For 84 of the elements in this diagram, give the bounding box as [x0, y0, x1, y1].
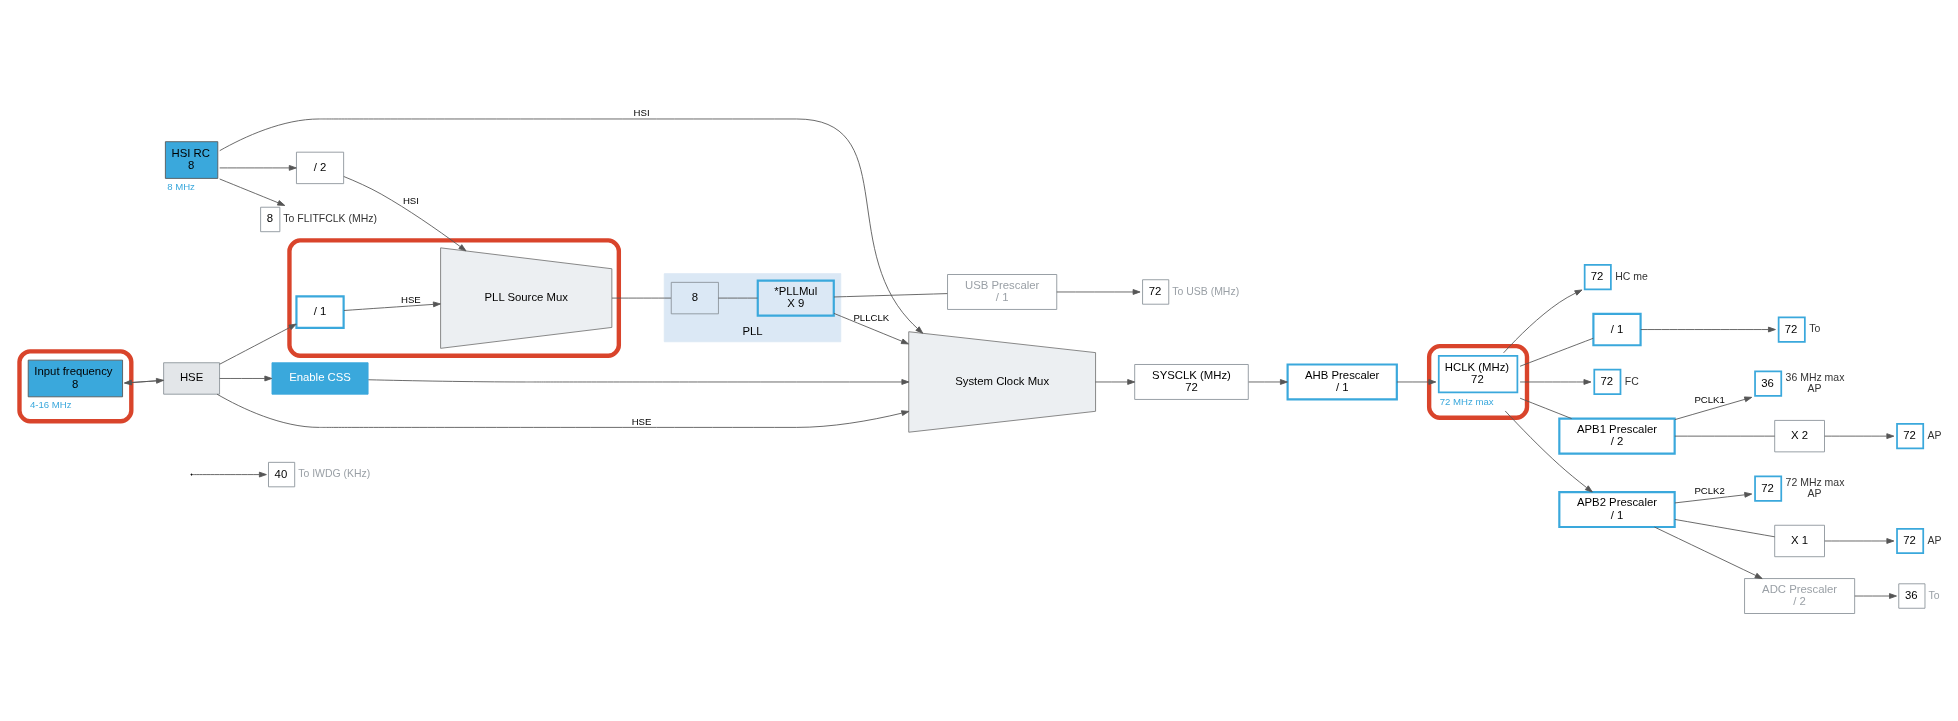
arrow	[219, 178, 286, 206]
node-label: AP	[1927, 429, 1942, 441]
node-box: X 2	[1774, 419, 1825, 452]
node-box: 72	[1777, 315, 1806, 343]
arrow	[219, 118, 924, 334]
node-label: FC	[1624, 375, 1639, 387]
node-box: 8	[670, 281, 719, 314]
node-box: 36	[1754, 370, 1783, 397]
edge-label: HSI	[633, 106, 650, 118]
arrow	[1854, 592, 1897, 599]
connector	[1519, 397, 1573, 419]
arrow	[1248, 378, 1288, 385]
arrow	[1674, 491, 1753, 503]
node-box: Enable CSS	[271, 361, 369, 395]
arrow	[1396, 378, 1437, 385]
arrow	[1824, 432, 1895, 439]
arrow	[1640, 326, 1776, 332]
node-box: 72	[1896, 422, 1925, 449]
node-box: PLL Source Mux	[440, 246, 613, 349]
node-label: HC me	[1615, 270, 1648, 282]
node-box: HCLK (MHz) 72	[1437, 354, 1519, 393]
arrow	[1504, 410, 1593, 492]
node-box: / 2	[296, 151, 345, 184]
node-box: USB Prescaler / 1	[947, 273, 1058, 310]
node-box: 72	[1896, 527, 1925, 554]
arrow	[1674, 396, 1753, 420]
connector	[1674, 435, 1776, 437]
connector	[611, 297, 672, 299]
node-label: 72 MHz max	[1439, 395, 1494, 407]
connector	[833, 292, 948, 297]
node-box: / 1	[1592, 312, 1642, 346]
node-label: To	[1928, 589, 1940, 601]
node-box: 72	[1754, 474, 1783, 502]
arrow	[216, 393, 910, 428]
node-box: 72	[1142, 278, 1170, 305]
node-label: AP	[1807, 382, 1822, 394]
arrow	[343, 175, 467, 251]
arrow	[1056, 288, 1141, 295]
node-box: 72	[1583, 263, 1612, 290]
node-label: AP	[1927, 534, 1942, 546]
node-box: ADC Prescaler / 2	[1744, 577, 1856, 614]
node-box: SYSCLK (MHz) 72	[1134, 363, 1249, 400]
node-label: To IWDG (KHz)	[298, 467, 371, 479]
connector	[718, 297, 758, 299]
node-label: 36 MHz max	[1785, 371, 1845, 383]
edge-label: HSI	[402, 194, 419, 206]
node-label: To USB (MHz)	[1172, 285, 1240, 297]
arrow	[219, 323, 297, 365]
node-label: To	[1809, 322, 1821, 334]
edge-label: PLLCLK	[853, 311, 890, 323]
node-box: X 1	[1774, 524, 1825, 557]
connector	[1519, 337, 1594, 367]
arrow	[343, 301, 441, 311]
node-box: / 1	[295, 294, 345, 329]
node-box: APB1 Prescaler / 2	[1558, 417, 1676, 455]
arrow	[367, 378, 910, 385]
arrow	[1824, 537, 1895, 544]
node-box: 40	[268, 461, 296, 487]
arrow	[219, 375, 273, 381]
node-label: AP	[1807, 487, 1822, 499]
arrow	[1654, 526, 1763, 579]
edge-label: PCLK1	[1694, 393, 1725, 405]
node-box: APB2 Prescaler / 1	[1558, 490, 1676, 528]
node-box: 36	[1898, 582, 1926, 609]
edge-label: HSE	[401, 293, 421, 305]
node-label: To FLITFCLK (MHz)	[283, 212, 377, 224]
arrow	[1519, 378, 1592, 385]
node-box: *PLLMul X 9	[756, 279, 835, 317]
arrow	[1503, 289, 1583, 353]
edge-label: PCLK2	[1694, 484, 1725, 496]
connector	[1674, 518, 1776, 537]
node-box: 8	[260, 206, 281, 232]
node-label: 4-16 MHz	[29, 398, 72, 410]
node-box: 72	[1593, 368, 1622, 395]
node-box: AHB Prescaler / 1	[1286, 362, 1398, 401]
arrow	[1095, 378, 1136, 385]
arrow	[833, 312, 909, 344]
node-label: 8 MHz	[167, 180, 195, 192]
edge-label: HSE	[631, 415, 652, 427]
arrow	[192, 471, 267, 477]
node-box: System Clock Mux	[908, 330, 1096, 433]
arrow	[219, 164, 297, 171]
node-box: HSE	[163, 361, 220, 395]
node-label: 72 MHz max	[1785, 476, 1845, 488]
